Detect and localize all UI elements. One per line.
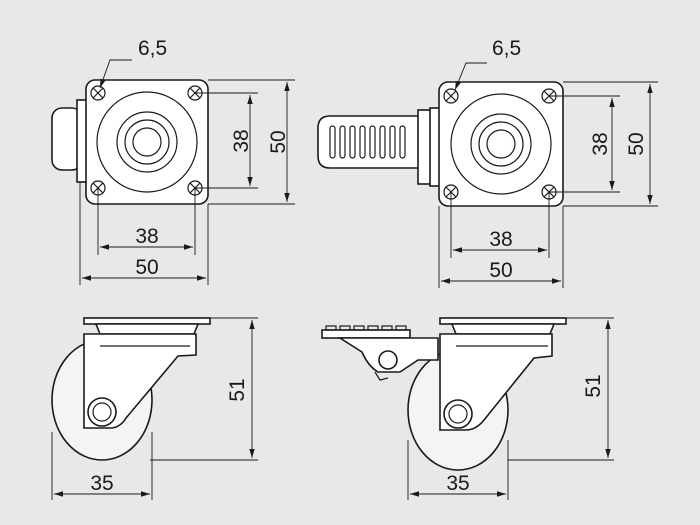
caster-side-right [321,317,567,471]
wheel-width-label: 35 [446,472,469,495]
hole-diameter-label: 6,5 [492,37,521,60]
brake-pedal-top [317,107,441,187]
plate-height-label: 50 [625,132,648,155]
caster-plate-top-left [51,79,209,205]
side-view-left: 51 35 [51,317,258,500]
bolt-spacing-horizontal-label: 38 [489,228,512,251]
bolt-spacing-vertical-label: 38 [230,129,253,152]
total-height-label: 51 [582,374,605,397]
brake-pedal-side [321,325,439,381]
top-view-left: 6,5 38 50 38 50 [51,37,295,285]
plate-width-label: 50 [135,256,158,279]
total-height-label: 51 [226,378,249,401]
plate-height-label: 50 [267,130,290,153]
caster-plate-top-right [438,81,564,207]
bolt-hole [443,88,459,104]
bolt-hole [90,85,106,101]
wheel-width-label: 35 [90,472,113,495]
bolt-spacing-horizontal-label: 38 [135,225,158,248]
side-view-right: 51 35 [321,317,614,500]
top-view-right: 6,5 38 50 38 50 [317,37,658,288]
hole-diameter-label: 6,5 [138,37,167,60]
plate-width-label: 50 [489,259,512,282]
caster-side-left [51,317,211,461]
bolt-spacing-vertical-label: 38 [589,132,612,155]
